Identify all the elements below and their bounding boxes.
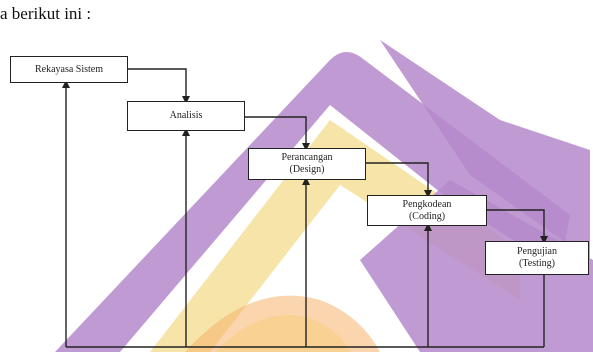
stage-box-perancangan: Perancangan (Design) <box>248 148 366 180</box>
flow-arrow-1 <box>128 68 190 104</box>
flow-arrow-2 <box>245 116 310 151</box>
stage-label: Pengujian <box>517 246 557 257</box>
flow-arrow-3 <box>366 162 432 198</box>
stage-label: Perancangan <box>281 152 333 163</box>
intro-text: a berikut ini : <box>0 4 92 23</box>
stage-label: Analisis <box>169 110 203 121</box>
stage-label: Rekayasa Sistem <box>34 63 104 75</box>
stage-sublabel: (Design) <box>289 164 325 175</box>
stage-box-pengujian: Pengujian (Testing) <box>485 241 589 275</box>
stage-box-analisis: Analisis <box>127 101 245 131</box>
flow-arrow-4 <box>487 209 548 244</box>
stage-box-pengkodean: Pengkodean (Coding) <box>367 195 487 226</box>
stage-label: Pengkodean <box>402 198 452 210</box>
stage-sublabel: (Testing) <box>519 258 555 269</box>
stage-sublabel: (Coding) <box>408 210 446 222</box>
stage-box-rekayasa-sistem: Rekayasa Sistem <box>10 56 128 83</box>
